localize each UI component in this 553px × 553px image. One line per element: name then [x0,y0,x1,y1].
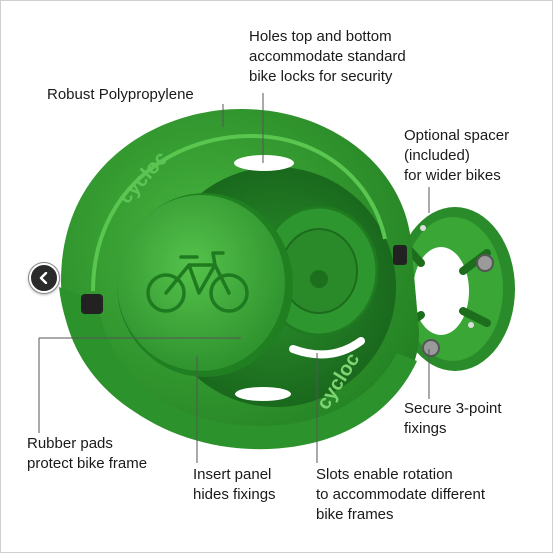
screw-fixing [422,339,440,357]
callout-line: bike locks for security [249,68,393,85]
bicycle-icon [146,251,249,313]
callout-spacer: Optional spacer (included) for wider bik… [404,126,509,186]
callout-line: Insert panel [193,466,272,483]
rubber-pad [393,245,407,265]
callout-line: fixings [404,420,447,437]
previous-image-button[interactable] [29,263,59,293]
callout-line: accommodate standard [249,48,406,65]
leader-lines [38,93,430,463]
callout-line: Slots enable rotation [316,466,453,483]
callout-line: bike frames [316,506,394,523]
rotation-slot [289,337,365,359]
lock-hole-bottom [235,387,291,401]
callout-line: Secure 3-point [404,400,502,417]
screw-fixing [476,254,494,272]
callout-insert: Insert panel hides fixings [193,465,276,505]
lock-hole-top [234,155,294,171]
callout-line: protect bike frame [27,455,148,472]
callout-line: hides fixings [193,486,276,503]
callout-line: Rubber pads [27,435,113,452]
rubber-pad [81,294,103,314]
chevron-left-icon [39,272,48,284]
callout-pads: Rubber pads protect bike frame [27,434,147,474]
callout-material: Robust Polypropylene [47,85,194,105]
callout-line: Optional spacer [404,127,510,144]
insert-panel [117,193,293,377]
callout-line: for wider bikes [404,167,501,184]
callout-line: (included) [404,147,470,164]
callout-holes: Holes top and bottom accommodate standar… [249,27,406,87]
callout-fixings: Secure 3-point fixings [404,399,502,439]
callout-slots: Slots enable rotation to accommodate dif… [316,465,485,525]
callout-line: Holes top and bottom [249,28,392,45]
callout-line: Robust Polypropylene [47,86,194,103]
callout-line: to accommodate different [316,486,485,503]
